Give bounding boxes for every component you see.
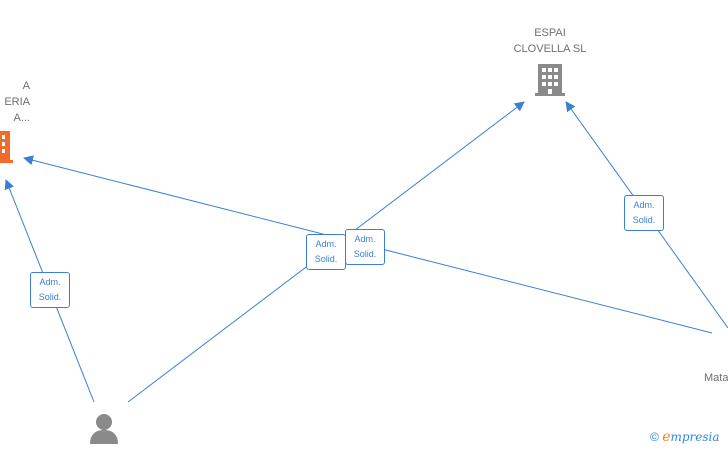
node-label-left-company[interactable]: A ERIA A... bbox=[0, 78, 30, 126]
edge-label-person-to-left-company[interactable]: Adm. Solid. bbox=[30, 272, 70, 308]
node-label-line: CLOVELLA SL bbox=[513, 43, 587, 55]
node-label-line: A bbox=[22, 80, 30, 92]
node-label-espai[interactable]: ESPAI CLOVELLA SL bbox=[500, 25, 600, 57]
node-label-line: ESPAI bbox=[534, 27, 566, 39]
edge-label-line: Adm. bbox=[315, 239, 337, 249]
brand-e: e bbox=[662, 429, 671, 445]
node-label-right-company[interactable]: Mata bbox=[704, 370, 728, 386]
copyright-symbol: © bbox=[650, 430, 659, 444]
person-icon bbox=[90, 414, 118, 444]
building-icon bbox=[0, 131, 13, 163]
building-icon bbox=[535, 64, 565, 96]
edge-label-right-to-left-company[interactable]: Adm. Solid. bbox=[345, 229, 385, 265]
edge-label-line: Solid. bbox=[632, 215, 656, 225]
edge-label-line: Solid. bbox=[314, 254, 338, 264]
brand-name: mpresia bbox=[670, 430, 720, 444]
brand-logo: © empresia bbox=[650, 429, 720, 445]
edge-label-line: Adm. bbox=[39, 277, 61, 287]
node-label-line: A... bbox=[13, 112, 30, 124]
node-label-line: Mata bbox=[704, 372, 728, 384]
edge-label-line: Adm. bbox=[633, 200, 655, 210]
node-label-line: ERIA bbox=[4, 96, 30, 108]
edge-label-line: Solid. bbox=[38, 292, 62, 302]
edge-label-right-to-espai[interactable]: Adm. Solid. bbox=[624, 195, 664, 231]
edge-label-person-to-espai[interactable]: Adm. Solid. bbox=[306, 234, 346, 270]
edge-label-line: Solid. bbox=[353, 249, 377, 259]
edge-label-line: Adm. bbox=[354, 234, 376, 244]
